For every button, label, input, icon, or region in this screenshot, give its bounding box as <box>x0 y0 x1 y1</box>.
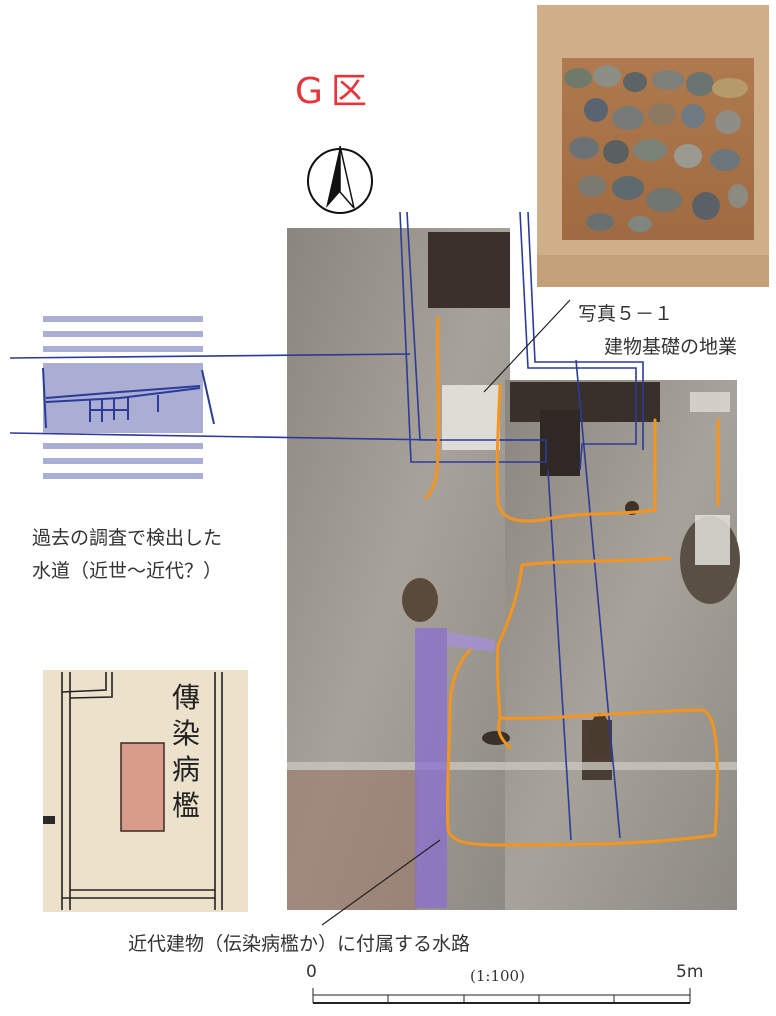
photo-caption-line2: 建物基礎の地業 <box>604 336 738 358</box>
north-arrow-icon <box>307 145 373 214</box>
waterway-channel-purple <box>415 628 447 908</box>
map-label: 傳染病檻 <box>172 681 201 822</box>
scale-start-label: 0 <box>306 962 317 982</box>
scale-bar <box>312 988 691 1004</box>
water-pipe-lines <box>9 211 644 841</box>
photo-leader-line <box>483 299 571 393</box>
historical-map-inset <box>43 670 248 912</box>
building-foundation-outlines <box>424 316 720 847</box>
channel-leader-line <box>321 839 441 926</box>
page-title: G区 <box>295 71 375 112</box>
past-survey-caption: 過去の調査で検出した 水道（近世～近代？） <box>32 522 222 588</box>
channel-caption: 近代建物（伝染病檻か）に付属する水路 <box>128 933 471 955</box>
past-survey-schematic <box>42 316 215 479</box>
excavation-aerial-photo <box>287 228 740 910</box>
photo-caption: 写真５－１ 建物基礎の地業 <box>578 298 737 364</box>
scale-ratio-label: (1:100) <box>470 967 525 985</box>
scale-end-label: 5m <box>676 962 704 982</box>
past-survey-caption-line1: 過去の調査で検出した <box>32 527 223 549</box>
photo-caption-line1: 写真５－１ <box>578 303 674 325</box>
past-survey-caption-line2: 水道（近世～近代？） <box>32 560 223 582</box>
photo-5-1-inset <box>537 5 769 287</box>
